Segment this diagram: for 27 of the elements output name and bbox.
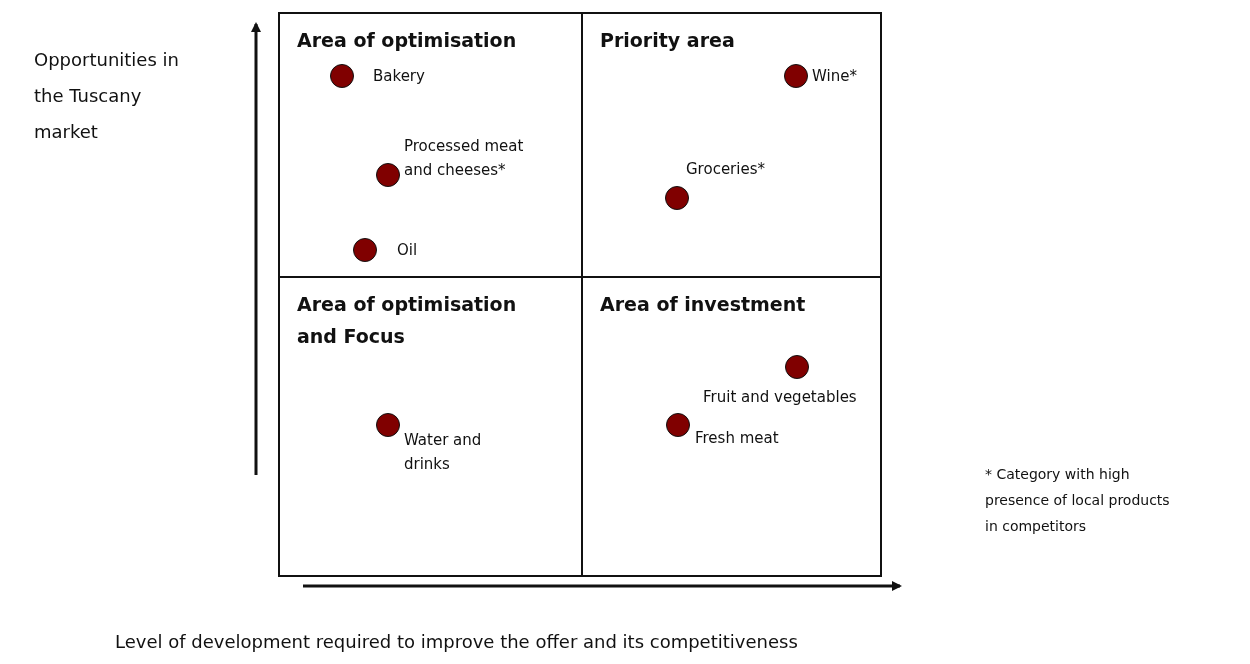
quadrant-heading: Priority area xyxy=(600,28,736,53)
category-label: Water and drinks xyxy=(404,430,483,475)
category-dot xyxy=(376,163,400,187)
axis-label: Opportunities in the Tuscany market xyxy=(34,48,180,144)
footnote: * Category with high presence of local products in competitors xyxy=(985,465,1170,536)
category-label: Groceries* xyxy=(686,159,766,180)
quadrant-heading: Area of investment xyxy=(600,292,807,317)
quadrant-box xyxy=(581,12,882,278)
category-label: Fruit and vegetables xyxy=(703,387,858,408)
category-dot xyxy=(785,355,809,379)
axis-label: Level of development required to improve the offer and its competitiveness xyxy=(115,630,799,654)
category-label: Fresh meat xyxy=(695,428,780,449)
quadrant-box xyxy=(581,276,882,577)
quadrant-heading: Area of optimisation xyxy=(297,28,518,53)
quadrant-box xyxy=(278,12,583,278)
category-dot xyxy=(665,186,689,210)
category-dot xyxy=(666,413,690,437)
category-label: Bakery xyxy=(373,66,426,87)
category-dot xyxy=(784,64,808,88)
quadrant-heading: Area of optimisation and Focus xyxy=(297,292,518,349)
category-label: Wine* xyxy=(812,66,858,87)
quadrant-box xyxy=(278,276,583,577)
category-label: Oil xyxy=(397,240,419,261)
category-dot xyxy=(376,413,400,437)
category-label: Processed meat and cheeses* xyxy=(404,136,525,181)
category-dot xyxy=(330,64,354,88)
category-dot xyxy=(353,238,377,262)
